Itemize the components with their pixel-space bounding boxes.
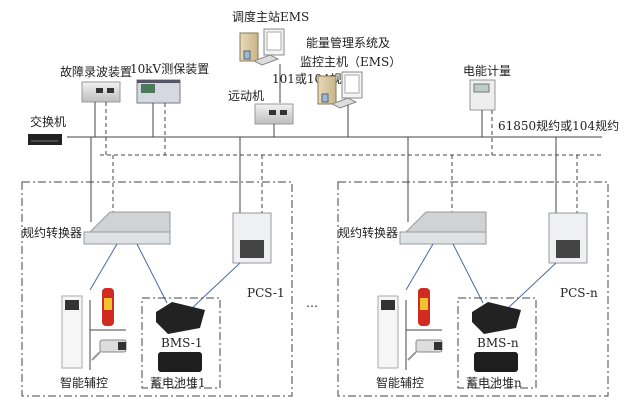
rtu-label: 远动机	[228, 89, 264, 103]
fault-recorder-icon	[81, 81, 121, 103]
aux-control-label: 智能辅控	[376, 375, 424, 390]
fire-extinguisher-icon	[418, 288, 430, 326]
protocol-61850-104-label: 61850规约或104规约	[498, 118, 619, 133]
bms-icon	[156, 302, 205, 334]
aux-control-label: 智能辅控	[60, 375, 108, 390]
protocol-converter-label: 规约转换器	[22, 225, 82, 240]
camera-icon	[91, 339, 127, 361]
dispatch-ems-server-icon	[239, 28, 285, 66]
bms-icon	[472, 302, 521, 334]
protection-device-label: 10kV测保装置	[130, 62, 209, 76]
air-conditioner-icon	[61, 295, 83, 369]
storage-unit-1: 规约转换器 PCS-1 BMS-1 蓄电池堆1	[21, 181, 293, 397]
bms-label: BMS-1	[161, 336, 202, 350]
pcs-label: PCS-1	[247, 286, 285, 300]
protocol-converter-icon	[83, 211, 171, 245]
pcs-icon	[232, 212, 272, 264]
battery-icon	[158, 352, 202, 372]
protocol-converter-label: 规约转换器	[338, 225, 398, 240]
rtu-icon	[254, 103, 294, 125]
air-conditioner-icon	[377, 295, 399, 369]
protocol-converter-icon	[399, 211, 487, 245]
protection-device-icon	[136, 79, 181, 104]
energy-meter-icon	[469, 79, 496, 111]
ems-label-line2: 监控主机（EMS）	[300, 55, 401, 69]
pcs-icon	[548, 212, 588, 264]
pcs-label: PCS-n	[560, 286, 598, 300]
bms-label: BMS-n	[477, 336, 519, 350]
dispatch-ems-label: 调度主站EMS	[232, 9, 309, 24]
energy-meter-label: 电能计量	[463, 64, 511, 78]
battery-icon	[474, 352, 518, 372]
ems-label-line1: 能量管理系统及	[306, 35, 390, 50]
switch-label: 交换机	[30, 114, 66, 129]
fault-recorder-label: 故障录波装置	[60, 64, 132, 79]
battery-label: 蓄电池堆1	[150, 376, 206, 390]
camera-icon	[407, 339, 443, 361]
fire-extinguisher-icon	[102, 288, 114, 326]
storage-unit-n: 规约转换器 PCS-n BMS-n 蓄电池堆n	[337, 181, 609, 397]
battery-label: 蓄电池堆n	[466, 376, 522, 390]
ellipsis: …	[306, 296, 318, 310]
switch-icon	[28, 134, 62, 145]
